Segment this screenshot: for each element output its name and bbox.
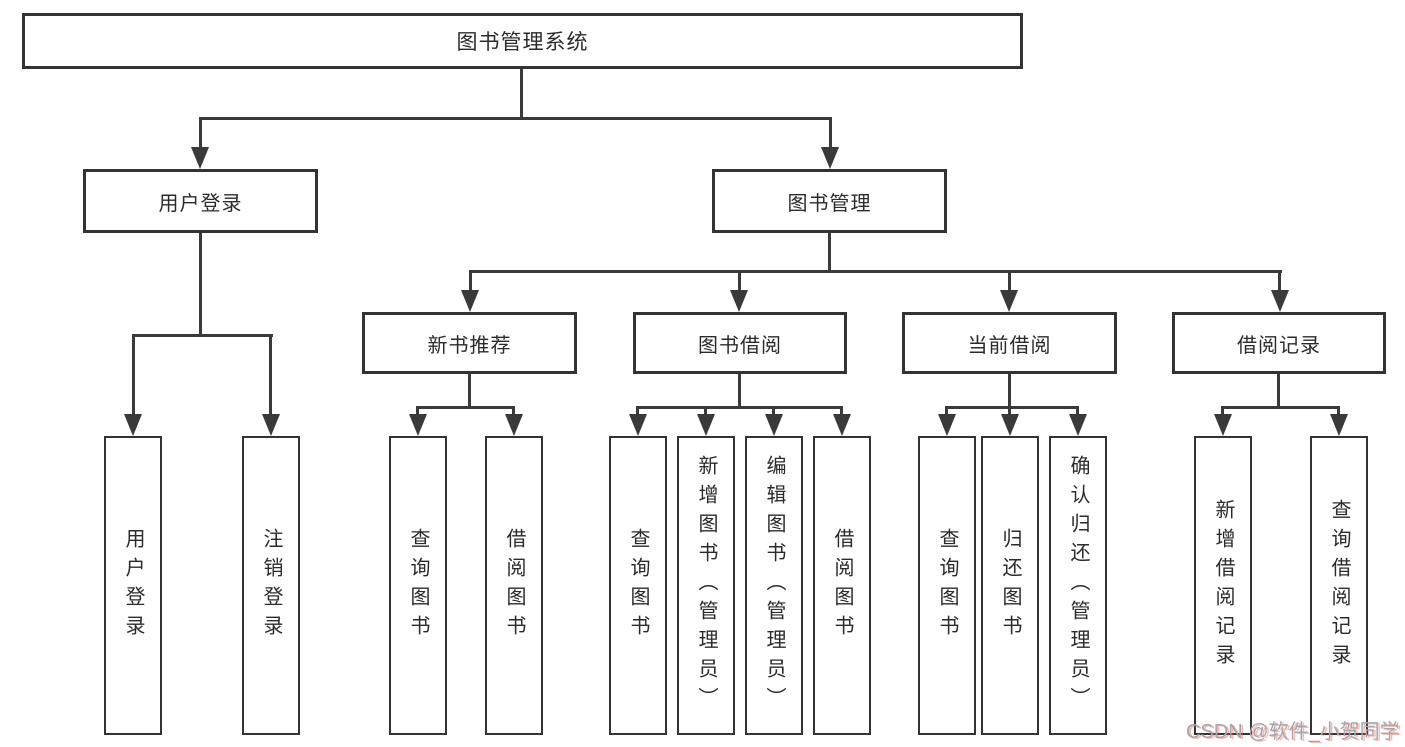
node-root: 图书管理系统 [22, 13, 1023, 69]
node-book-borrow: 图书借阅 [633, 312, 847, 374]
arrow-down-icon [191, 147, 209, 169]
leaf-logout: 注销登录 [242, 436, 300, 735]
leaf-add-borrow-record-label: 新增借阅记录 [1212, 498, 1234, 673]
node-user-login-label: 用户登录 [158, 192, 243, 215]
leaf-user-login-label: 用户登录 [122, 527, 144, 644]
connector-leaf-shaft [772, 406, 775, 416]
connector-leaf-shaft [269, 334, 272, 416]
leaf-query-book-newbook-label: 查询图书 [407, 527, 429, 644]
leaf-query-book-borrow-label: 查询图书 [627, 527, 649, 644]
leaf-query-book-newbook: 查询图书 [389, 436, 447, 735]
connector-leaf-shaft [416, 406, 419, 416]
arrow-down-icon [124, 414, 142, 436]
connector-leaf-shaft [945, 406, 948, 416]
connector-borrow-record-rail [1222, 406, 1340, 409]
connector-leaf-shaft [1008, 406, 1011, 416]
connector-borrow-record-drop [1277, 374, 1280, 409]
leaf-borrow-book-newbook: 借阅图书 [485, 436, 543, 735]
arrow-down-icon [765, 414, 783, 436]
connector-leaf-shaft [636, 406, 639, 416]
connector-book-borrow-shaft [738, 270, 741, 292]
connector-book-borrow-rail [637, 406, 843, 409]
arrow-down-icon [1069, 414, 1087, 436]
arrow-down-icon [1214, 414, 1232, 436]
connector-leaf-shaft [1076, 406, 1079, 416]
node-book-management-label: 图书管理 [787, 192, 872, 215]
arrow-down-icon [697, 414, 715, 436]
connector-leaf-shaft [512, 406, 515, 416]
connector-new-book-drop [468, 374, 471, 409]
connector-leaf-shaft [840, 406, 843, 416]
leaf-return-book: 归还图书 [981, 436, 1039, 735]
node-new-book-recommend: 新书推荐 [362, 312, 577, 374]
connector-user-login-shaft [199, 117, 202, 149]
node-borrow-record: 借阅记录 [1172, 312, 1386, 374]
leaf-add-borrow-record: 新增借阅记录 [1194, 436, 1252, 735]
node-book-management: 图书管理 [712, 169, 947, 233]
leaf-query-book-borrow: 查询图书 [609, 436, 667, 735]
arrow-down-icon [461, 290, 479, 312]
connector-current-borrow-shaft [1008, 270, 1011, 292]
connector-leaf-shaft [1221, 406, 1224, 416]
leaf-add-book-admin: 新增图书（管理员） [677, 436, 735, 735]
arrow-down-icon [262, 414, 280, 436]
leaf-borrow-book-newbook-label: 借阅图书 [503, 527, 525, 644]
leaf-query-borrow-record-label: 查询借阅记录 [1328, 498, 1350, 673]
leaf-edit-book-admin-label: 编辑图书（管理员） [763, 455, 785, 716]
connector-current-borrow-drop [1008, 374, 1011, 409]
connector-leaf-shaft [1337, 406, 1340, 416]
node-new-book-recommend-label: 新书推荐 [427, 334, 512, 357]
arrow-down-icon [833, 414, 851, 436]
connector-new-book-shaft [469, 270, 472, 292]
connector-book-mgmt-shaft [829, 117, 832, 149]
connector-borrow-record-shaft [1278, 270, 1281, 292]
arrow-down-icon [1330, 414, 1348, 436]
leaf-query-book-current: 查询图书 [918, 436, 976, 735]
node-user-login: 用户登录 [83, 169, 318, 233]
arrow-down-icon [1271, 290, 1289, 312]
leaf-confirm-return-admin: 确认归还（管理员） [1049, 436, 1107, 735]
arrow-down-icon [505, 414, 523, 436]
connector-user-login-rail [132, 334, 273, 337]
leaf-user-login: 用户登录 [104, 436, 162, 735]
csdn-watermark: CSDN @软件_小贺同学 [1186, 721, 1400, 743]
connector-book-borrow-drop [738, 374, 741, 409]
leaf-query-borrow-record: 查询借阅记录 [1310, 436, 1368, 735]
node-current-borrow-label: 当前借阅 [967, 334, 1052, 357]
connector-level2-rail [199, 117, 832, 120]
arrow-down-icon [730, 290, 748, 312]
node-book-borrow-label: 图书借阅 [698, 334, 782, 357]
arrow-down-icon [821, 147, 839, 169]
arrow-down-icon [629, 414, 647, 436]
connector-root-drop [520, 69, 523, 120]
node-borrow-record-label: 借阅记录 [1237, 334, 1321, 357]
leaf-add-book-admin-label: 新增图书（管理员） [695, 455, 717, 716]
leaf-borrow-book-borrow: 借阅图书 [813, 436, 871, 735]
connector-leaf-shaft [132, 334, 135, 416]
connector-current-borrow-rail [946, 406, 1079, 409]
leaf-return-book-label: 归还图书 [999, 527, 1021, 644]
leaf-edit-book-admin: 编辑图书（管理员） [745, 436, 803, 735]
arrow-down-icon [1000, 290, 1018, 312]
leaf-borrow-book-borrow-label: 借阅图书 [831, 527, 853, 644]
connector-user-login-drop [199, 233, 202, 337]
leaf-confirm-return-admin-label: 确认归还（管理员） [1067, 455, 1089, 716]
leaf-logout-label: 注销登录 [260, 527, 282, 644]
leaf-query-book-current-label: 查询图书 [936, 527, 958, 644]
connector-level3-rail [469, 270, 1282, 273]
connector-new-book-rail [417, 406, 515, 409]
connector-leaf-shaft [704, 406, 707, 416]
node-root-label: 图书管理系统 [456, 31, 589, 54]
arrow-down-icon [938, 414, 956, 436]
node-current-borrow: 当前借阅 [902, 312, 1117, 374]
arrow-down-icon [1001, 414, 1019, 436]
connector-book-mgmt-drop [828, 233, 831, 273]
arrow-down-icon [409, 414, 427, 436]
